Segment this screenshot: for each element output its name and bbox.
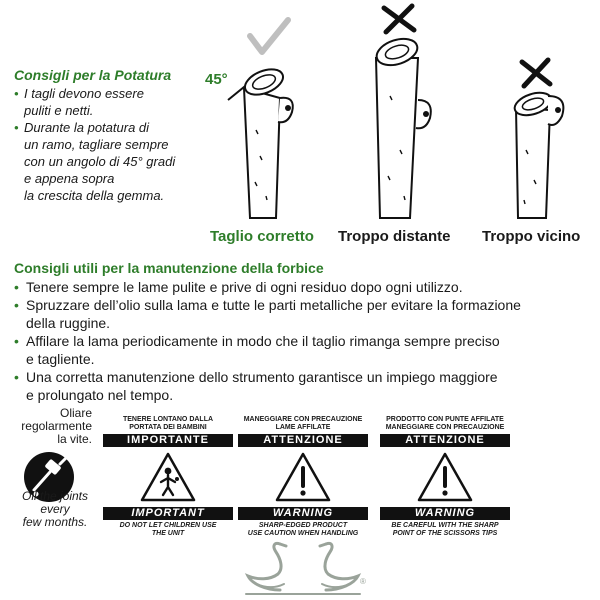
panel-footer: DO NOT LET CHILDREN USE THE UNIT xyxy=(119,522,217,537)
panel-caption: MANEGGIARE CON PRECAUZIONE LAME AFFILATE xyxy=(243,416,363,431)
swan-logo-icon: ® xyxy=(244,542,366,595)
maintenance-list: •Tenere sempre le lame pulite e prive di… xyxy=(14,278,594,404)
warning-panel-sharp-tips: PRODOTTO CON PUNTE AFFILATE MANEGGIARE C… xyxy=(380,416,510,538)
list-item-continuation: la crescita della gemma. xyxy=(24,188,165,203)
list-item: •Una corretta manutenzione dello strumen… xyxy=(14,369,498,385)
child-warning-icon xyxy=(140,452,196,502)
oil-instruction-en: Oil the joints every few months. xyxy=(21,489,89,529)
pruning-list: •I tagli devono essere puliti e netti. •… xyxy=(14,85,224,204)
panel-bar-en: IMPORTANT xyxy=(103,507,233,520)
list-item: •I tagli devono essere xyxy=(14,86,144,101)
panel-bar-en: WARNING xyxy=(380,507,510,520)
maintenance-title: Consigli utili per la manutenzione della… xyxy=(14,260,324,276)
too-near-cut-branch xyxy=(513,91,565,219)
angle-label: 45° xyxy=(205,71,228,88)
list-item-continuation: un ramo, tagliare sempre xyxy=(24,137,169,152)
oil-instruction-it: Oliare regolarmente la vite. xyxy=(21,406,92,446)
exclamation-warning-icon xyxy=(417,452,473,502)
list-item-continuation: puliti e netti. xyxy=(24,103,94,118)
oil-can-icon xyxy=(24,452,74,502)
pruning-title: Consigli per la Potatura xyxy=(14,67,172,83)
registered-mark: ® xyxy=(360,577,366,586)
too-far-cut-branch xyxy=(374,37,432,219)
list-item-continuation: e prolungato nel tempo. xyxy=(26,387,174,403)
too-far-x-icon xyxy=(381,3,417,35)
panel-footer: BE CAREFUL WITH THE SHARP POINT OF THE S… xyxy=(391,522,499,537)
warning-panel-children: TENERE LONTANO DALLA PORTATA DEI BAMBINI… xyxy=(103,416,233,538)
checkmark-icon xyxy=(247,17,291,55)
branch-cut-illustration: 45° xyxy=(205,3,565,219)
panel-caption: PRODOTTO CON PUNTE AFFILATE MANEGGIARE C… xyxy=(385,416,505,431)
panel-bar-it: ATTENZIONE xyxy=(238,434,368,447)
panel-caption: TENERE LONTANO DALLA PORTATA DEI BAMBINI xyxy=(122,416,214,431)
panel-bar-en: WARNING xyxy=(238,507,368,520)
exclamation-warning-icon xyxy=(275,452,331,502)
too-far-label: Troppo distante xyxy=(338,228,451,245)
panel-footer: SHARP-EDGED PRODUCT USE CAUTION WHEN HAN… xyxy=(247,522,359,537)
panel-bar-it: ATTENZIONE xyxy=(380,434,510,447)
too-near-label: Troppo vicino xyxy=(482,228,581,245)
correct-cut-label: Taglio corretto xyxy=(210,228,314,245)
panel-bar-it: IMPORTANTE xyxy=(103,434,233,447)
warning-panel-sharp-edge: MANEGGIARE CON PRECAUZIONE LAME AFFILATE… xyxy=(238,416,368,538)
too-near-x-icon xyxy=(519,57,553,89)
list-item: •Spruzzare dell’olio sulla lama e tutte … xyxy=(14,297,521,313)
correct-cut-branch xyxy=(242,68,294,219)
list-item-continuation: e appena sopra xyxy=(24,171,115,186)
list-item-continuation: con un angolo di 45° gradi xyxy=(24,154,176,169)
list-item: •Tenere sempre le lame pulite e prive di… xyxy=(14,279,463,295)
list-item: •Affilare la lama periodicamente in modo… xyxy=(14,333,500,349)
list-item-continuation: della ruggine. xyxy=(26,315,111,331)
list-item: •Durante la potatura di xyxy=(14,120,150,135)
list-item-continuation: e tagliente. xyxy=(26,351,95,367)
